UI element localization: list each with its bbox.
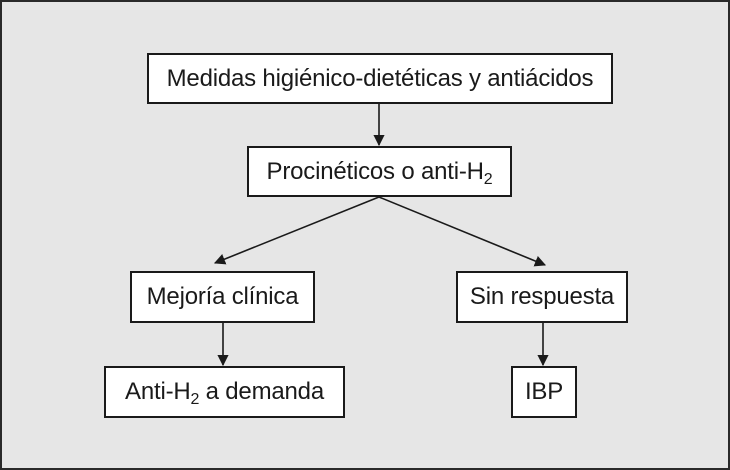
node-label: Sin respuesta (469, 283, 615, 310)
node-label: Anti-H2 a demanda (125, 378, 324, 408)
node-label: IBP (524, 378, 564, 405)
edge-procineticos-to-mejoria (213, 196, 380, 265)
node-procineticos-o-antih2: Procinéticos o anti-H2 (247, 146, 512, 197)
node-label: Mejoría clínica (146, 283, 299, 310)
node-sin-respuesta: Sin respuesta (456, 271, 628, 323)
edge-procineticos-to-sin-respuesta (378, 196, 547, 267)
node-antih2-a-demanda: Anti-H2 a demanda (104, 366, 345, 418)
node-ibp: IBP (511, 366, 577, 418)
node-mejoria-clinica: Mejoría clínica (130, 271, 315, 323)
node-medidas-higienico-dieteticas: Medidas higiénico-dietéticas y antiácido… (147, 53, 613, 104)
node-label: Procinéticos o anti-H2 (266, 157, 493, 188)
node-label: Medidas higiénico-dietéticas y antiácido… (166, 64, 594, 92)
